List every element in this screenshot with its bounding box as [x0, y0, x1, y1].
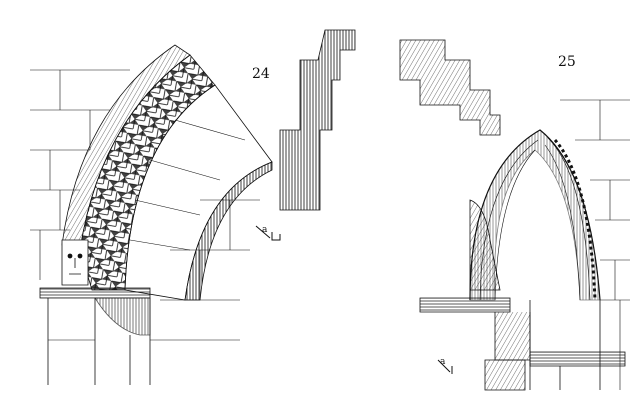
- wall-masonry: [560, 99, 630, 390]
- detail-label: a: [440, 357, 446, 367]
- moulding-profile: [399, 39, 501, 136]
- figure-24: [30, 29, 356, 385]
- capital: [94, 297, 151, 336]
- corbel-head: [61, 239, 89, 286]
- figure-25: [399, 39, 630, 391]
- figure-number: 25: [558, 54, 576, 70]
- column: [47, 298, 151, 385]
- moulding-profile: [279, 29, 356, 211]
- detail-a-marker: [255, 225, 281, 241]
- ornament-band: [553, 139, 597, 301]
- statue: [469, 199, 501, 291]
- abacus: [39, 287, 151, 299]
- jamb: [529, 300, 601, 390]
- impost: [419, 297, 511, 313]
- figure-number: 24: [252, 66, 270, 82]
- detail-a-marker: [437, 359, 453, 374]
- detail-label: a: [262, 225, 268, 235]
